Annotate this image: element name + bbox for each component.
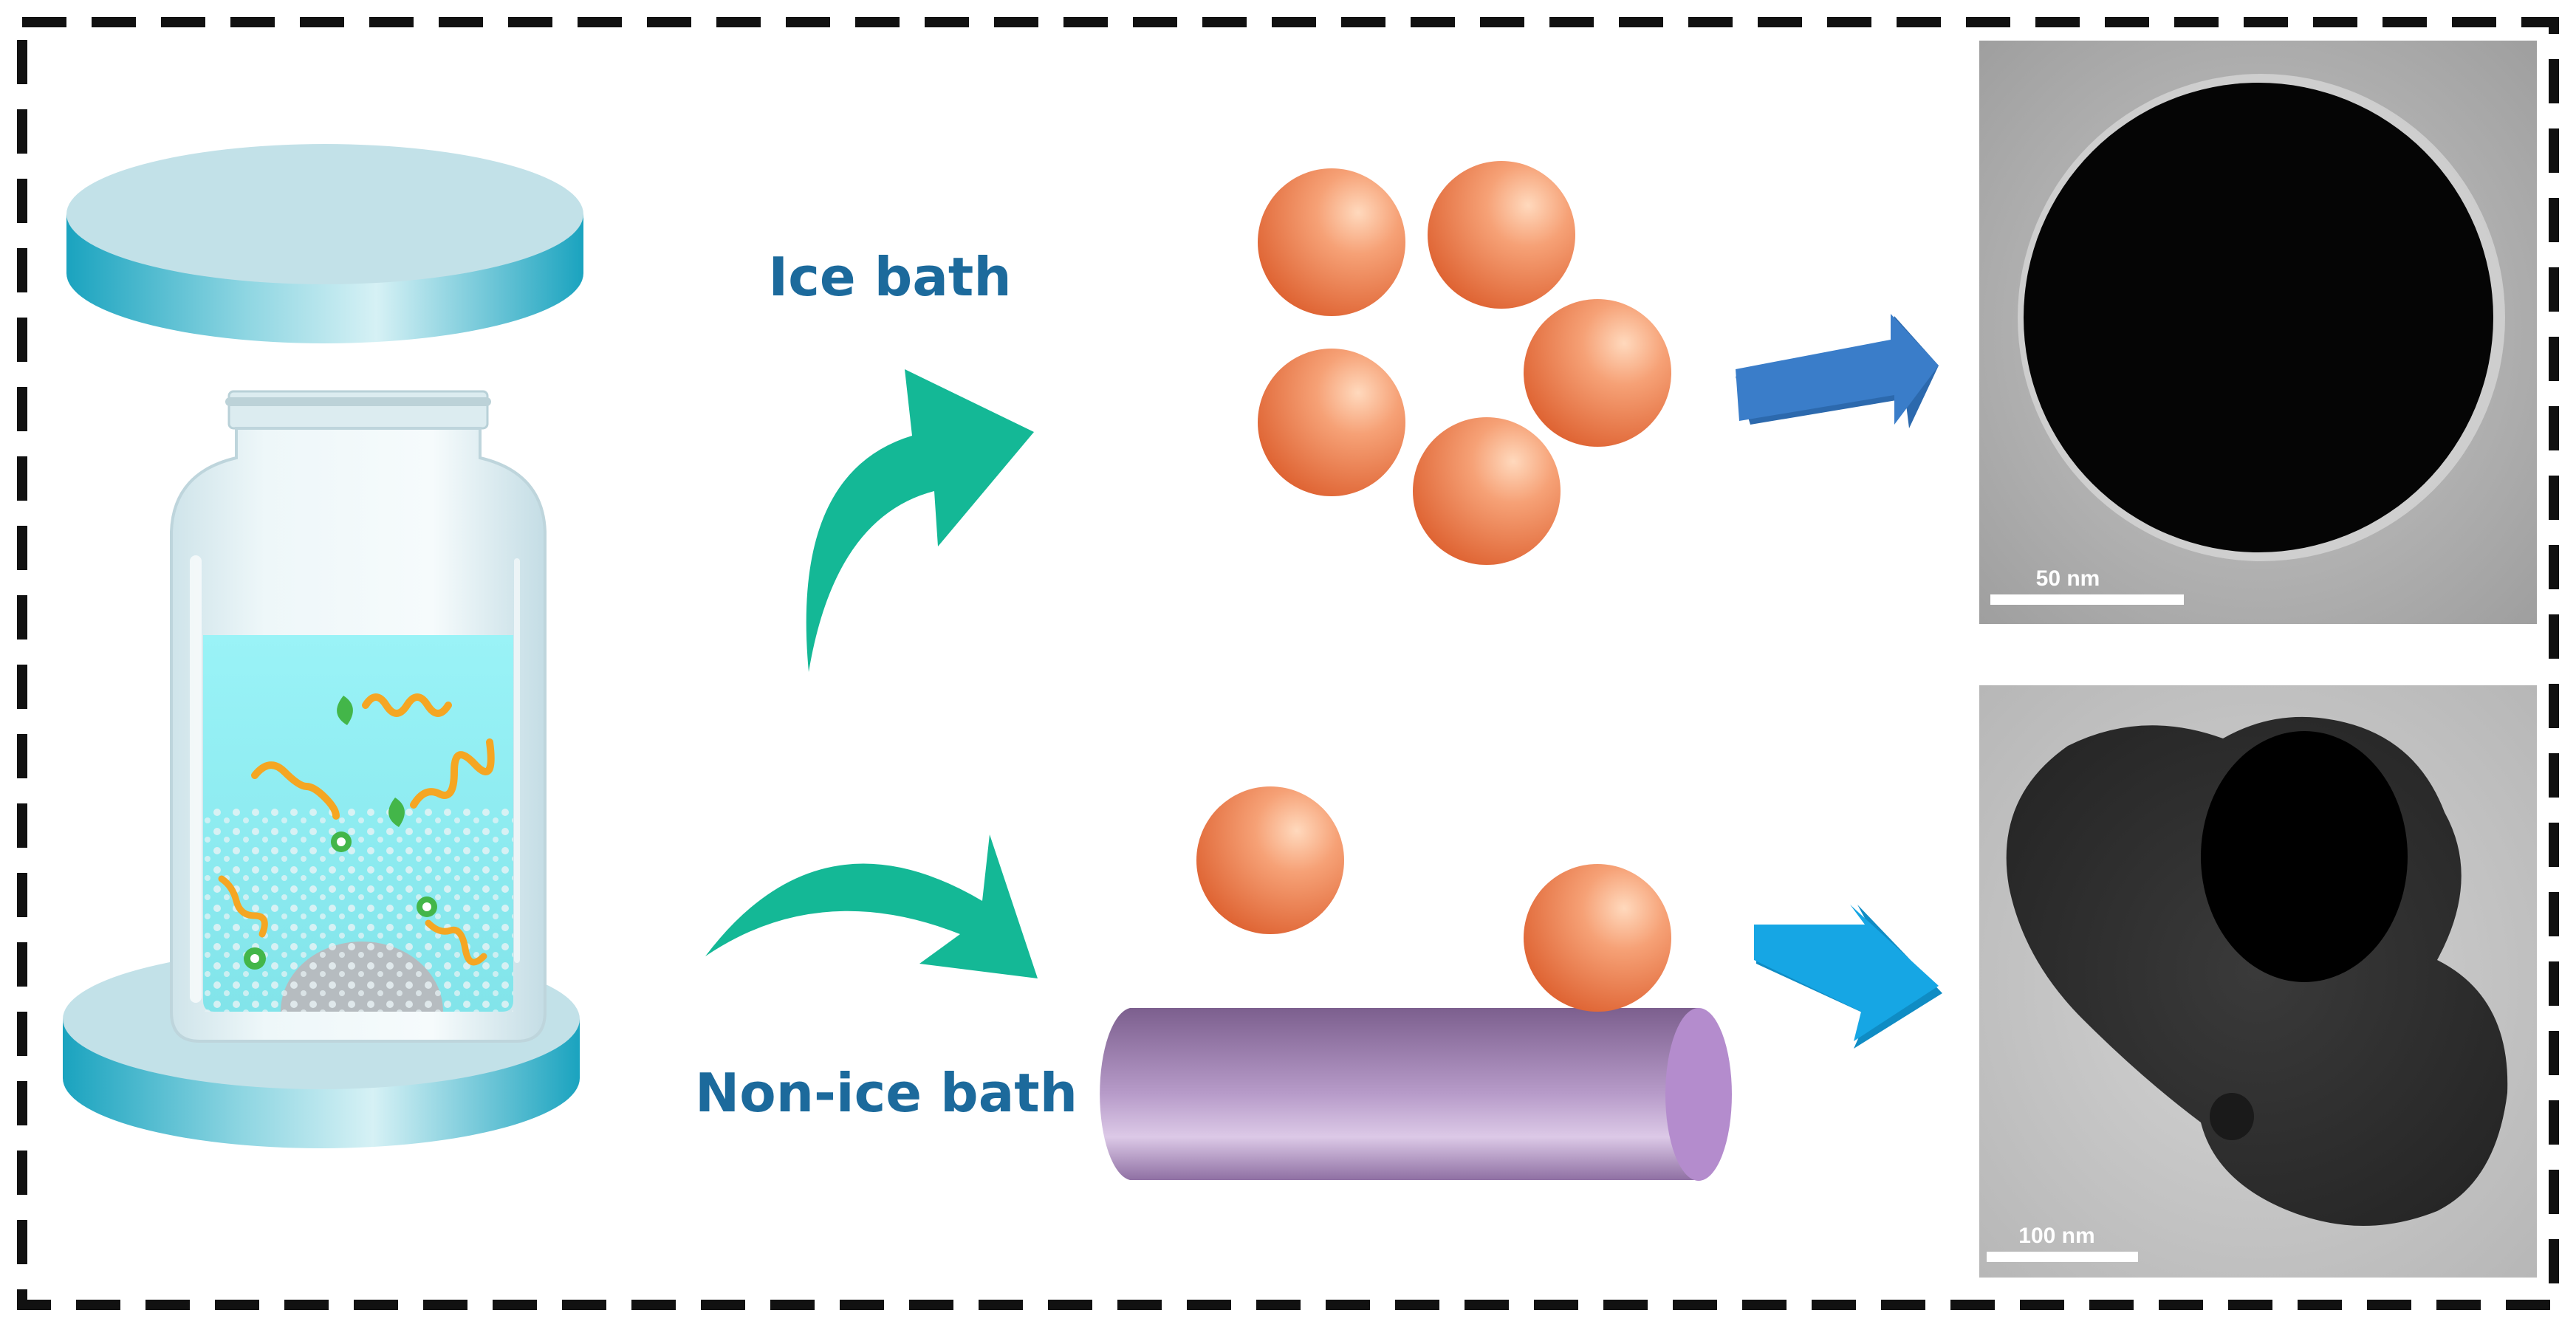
nanosphere-tem — [2201, 731, 2408, 982]
nanosphere — [1524, 299, 1671, 447]
nanosphere — [1524, 864, 1671, 1012]
scale-bar-label: 100 nm — [2018, 1224, 2094, 1248]
molecule-icon — [337, 696, 353, 725]
ice-bath-label: Ice bath — [768, 246, 1011, 308]
non-ice-bath-label: Non-ice bath — [695, 1062, 1078, 1124]
nanosphere-cluster — [1258, 161, 1671, 565]
nanosphere — [1258, 168, 1405, 316]
scale-bar — [1987, 1252, 2138, 1262]
polymer-chain — [362, 693, 452, 717]
block-arrow-bottom-icon — [1754, 905, 1942, 1049]
nanorod-with-spheres — [1100, 786, 1732, 1181]
block-arrow-top-icon — [1736, 314, 1939, 428]
reactor-illustration — [63, 144, 583, 1148]
curved-arrow-up-icon — [806, 369, 1034, 672]
nanosphere-tem — [2024, 83, 2493, 552]
nanosphere — [1258, 349, 1405, 496]
curved-arrow-down-icon — [705, 834, 1038, 978]
nanorod — [1100, 1008, 1729, 1180]
nanosphere — [1196, 786, 1344, 934]
dashed-frame — [17, 17, 2559, 1310]
tem-micrograph-bottom: 100 nm — [1979, 685, 2537, 1278]
nanosphere — [1413, 417, 1561, 565]
top-press-plate — [66, 144, 583, 343]
glass-vial — [170, 390, 547, 1043]
scale-bar-label: 50 nm — [2036, 566, 2100, 591]
scale-bar — [1990, 594, 2184, 605]
nanosphere — [1428, 161, 1575, 309]
tem-micrograph-top: 50 nm — [1979, 41, 2537, 624]
